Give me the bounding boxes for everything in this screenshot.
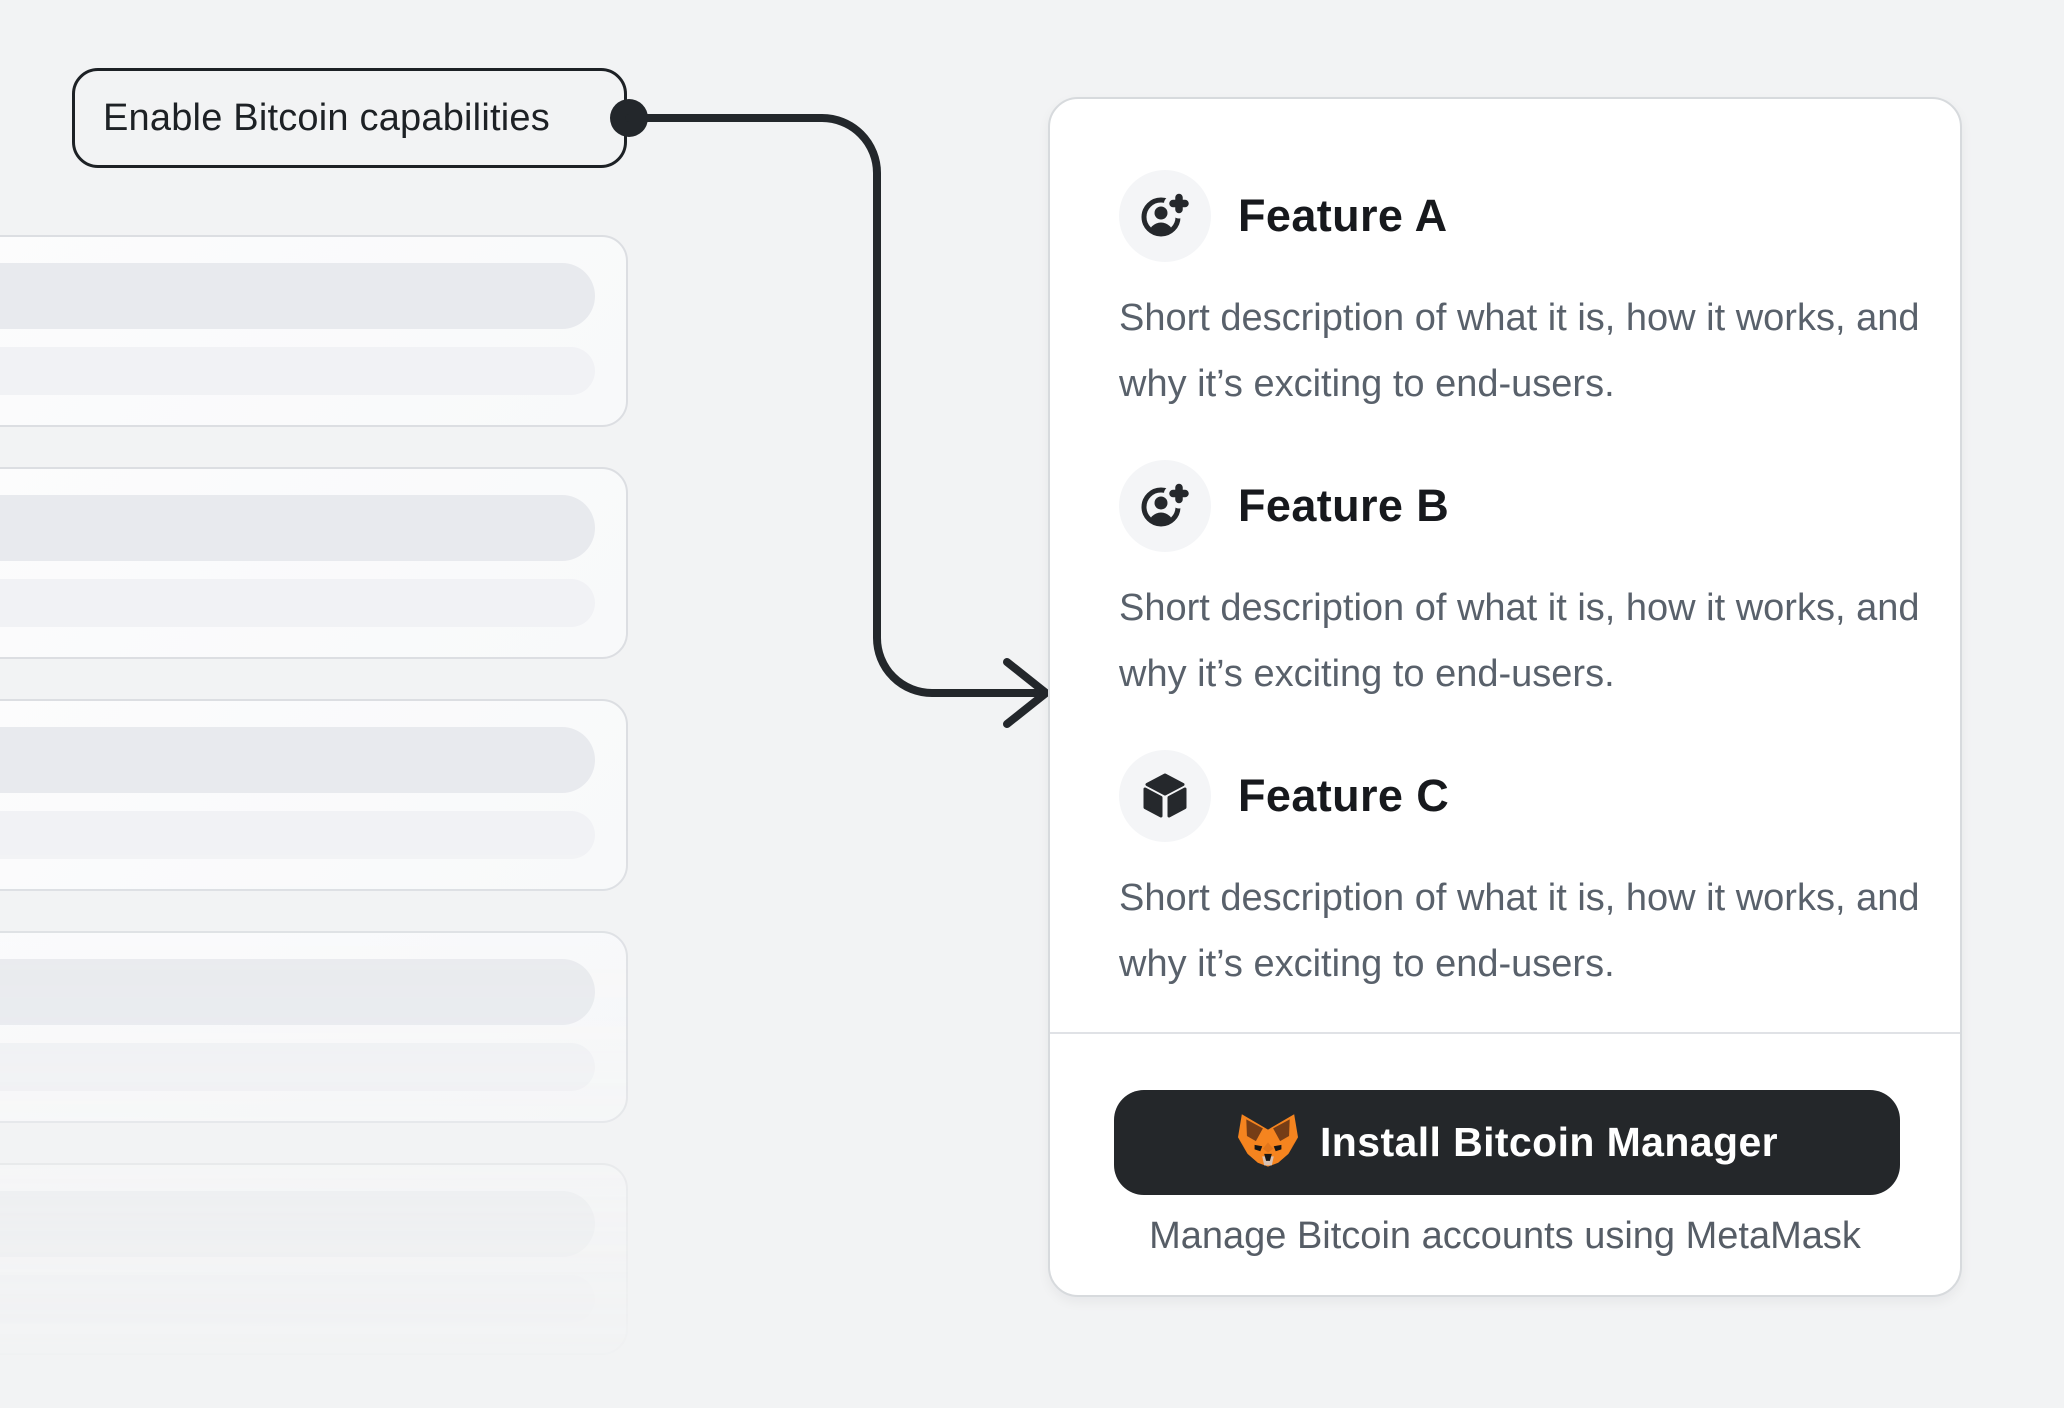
cube-icon bbox=[1119, 750, 1211, 842]
skeleton-bar bbox=[0, 1191, 595, 1257]
skeleton-card bbox=[0, 235, 628, 427]
skeleton-bar bbox=[0, 959, 595, 1025]
skeleton-bar bbox=[0, 495, 595, 561]
annotation-label: Enable Bitcoin capabilities bbox=[72, 68, 627, 168]
connector-line bbox=[625, 114, 1044, 697]
feature-row-b: Feature B bbox=[1119, 460, 1449, 552]
feature-description: Short description of what it is, how it … bbox=[1119, 297, 1920, 405]
metamask-fox-icon bbox=[1236, 1113, 1300, 1173]
feature-card: Feature A Short description of what it i… bbox=[1048, 97, 1962, 1297]
feature-row-c: Feature C bbox=[1119, 750, 1449, 842]
feature-title: Feature B bbox=[1238, 480, 1450, 531]
skeleton-bar bbox=[0, 263, 595, 329]
skeleton-card bbox=[0, 931, 628, 1123]
skeleton-card bbox=[0, 699, 628, 891]
skeleton-bar bbox=[0, 727, 595, 793]
feature-title: Feature A bbox=[1238, 190, 1448, 241]
skeleton-bar bbox=[0, 347, 595, 395]
user-add-icon bbox=[1119, 170, 1211, 262]
skeleton-bar bbox=[0, 811, 595, 859]
skeleton-card bbox=[0, 467, 628, 659]
skeleton-card bbox=[0, 1163, 628, 1355]
skeleton-card-stack bbox=[0, 235, 628, 1355]
feature-title: Feature C bbox=[1238, 770, 1450, 821]
user-add-icon bbox=[1119, 460, 1211, 552]
install-bitcoin-manager-button[interactable]: Install Bitcoin Manager bbox=[1114, 1090, 1900, 1195]
feature-row-a: Feature A bbox=[1119, 170, 1447, 262]
arrowhead-icon bbox=[1003, 658, 1050, 728]
divider bbox=[1050, 1032, 1960, 1034]
annotation-label-text: Enable Bitcoin capabilities bbox=[103, 96, 550, 139]
footer-caption: Manage Bitcoin accounts using MetaMask bbox=[1149, 1215, 1861, 1257]
install-button-label: Install Bitcoin Manager bbox=[1320, 1119, 1778, 1165]
feature-description: Short description of what it is, how it … bbox=[1119, 587, 1920, 695]
skeleton-bar bbox=[0, 1043, 595, 1091]
skeleton-bar bbox=[0, 1275, 595, 1323]
skeleton-bar bbox=[0, 579, 595, 627]
feature-description: Short description of what it is, how it … bbox=[1119, 877, 1920, 985]
